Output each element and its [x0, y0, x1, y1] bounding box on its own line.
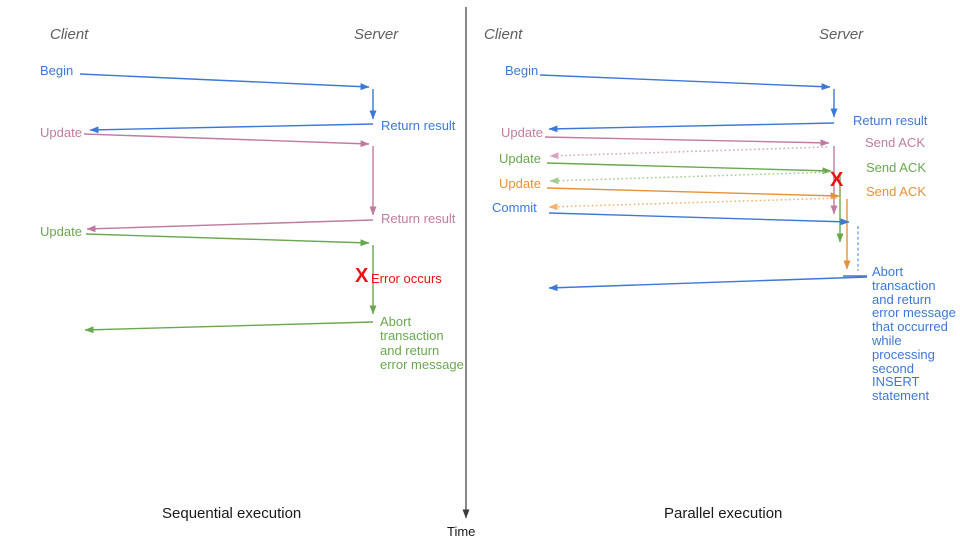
left-begin-label: Begin — [40, 63, 74, 78]
right-return-result-arrow — [548, 122, 835, 133]
right-commit-request-arrow — [548, 212, 850, 226]
time-axis-label: Time — [447, 524, 476, 539]
right-ack2-dotted-arrow — [549, 171, 834, 185]
right-begin-label: Begin — [505, 63, 539, 78]
left-update1-request-arrow — [83, 133, 370, 148]
right-return-result-label: Return result — [853, 113, 928, 128]
left-return-result-arrow-1 — [89, 123, 374, 134]
right-caption: Parallel execution — [664, 505, 783, 522]
right-ack1-dotted-arrow — [549, 146, 828, 160]
right-update-label-3: Update — [499, 176, 541, 191]
left-update-label-1: Update — [40, 125, 82, 140]
right-update-label-2: Update — [499, 151, 541, 166]
left-error-x-icon: X — [355, 265, 369, 287]
right-client-header: Client — [484, 26, 523, 43]
right-send-ack-label-1: Send ACK — [865, 135, 925, 150]
left-update2-request-arrow — [85, 233, 370, 247]
right-error-x-icon: X — [830, 169, 844, 191]
left-update-label-2: Update — [40, 224, 82, 239]
right-server-header: Server — [819, 26, 864, 43]
left-begin-request-arrow — [79, 73, 370, 91]
left-abort-return-arrow — [84, 321, 374, 334]
right-begin-request-arrow — [539, 74, 831, 91]
left-error-occurs-label: Error occurs — [371, 271, 442, 286]
left-server-header: Server — [354, 26, 399, 43]
right-commit-label: Commit — [492, 200, 537, 215]
left-abort-message: Abort transaction and return error messa… — [380, 314, 464, 373]
right-update2-request-arrow — [546, 162, 832, 175]
left-client-header: Client — [50, 26, 89, 43]
right-send-ack-label-3: Send ACK — [866, 184, 926, 199]
right-send-ack-label-2: Send ACK — [866, 160, 926, 175]
right-update1-request-arrow — [544, 136, 830, 147]
left-caption: Sequential execution — [162, 505, 302, 522]
left-return-result-label-1: Return result — [381, 118, 456, 133]
right-ack3-dotted-arrow — [548, 197, 842, 211]
left-return-result-arrow-2 — [86, 219, 374, 233]
right-abort-return-arrow — [548, 276, 868, 292]
right-abort-message: Abort transaction and return error messa… — [872, 264, 956, 404]
left-return-result-label-2: Return result — [381, 211, 456, 226]
right-update3-request-arrow — [546, 187, 840, 200]
right-update-label-1: Update — [501, 125, 543, 140]
